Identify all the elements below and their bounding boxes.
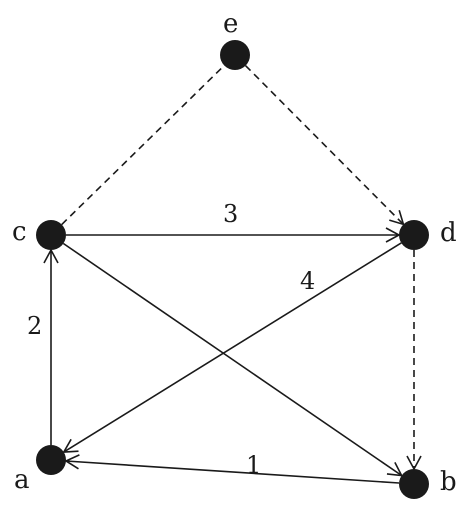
edge-weight-a-c: 2 bbox=[27, 312, 42, 340]
edge-weight-c-d: 3 bbox=[223, 200, 238, 228]
node-label-c: c bbox=[12, 217, 27, 247]
nodes-layer bbox=[36, 40, 429, 499]
edge-b-a bbox=[65, 460, 400, 484]
arrowhead-e-d bbox=[389, 209, 405, 226]
arrowhead-c-b bbox=[386, 462, 404, 477]
edge-weight-d-a: 4 bbox=[300, 267, 315, 295]
node-label-b: b bbox=[440, 467, 457, 497]
edge-c-e bbox=[61, 64, 225, 226]
arrowhead-b-a bbox=[64, 454, 80, 470]
node-d bbox=[399, 220, 429, 250]
node-label-e: e bbox=[223, 9, 238, 39]
node-label-a: a bbox=[14, 465, 30, 495]
node-c bbox=[36, 220, 66, 250]
node-label-d: d bbox=[440, 218, 457, 248]
node-b bbox=[399, 469, 429, 499]
node-a bbox=[36, 445, 66, 475]
edge-e-d bbox=[245, 65, 404, 225]
edge-c-b bbox=[62, 242, 403, 477]
edges-layer bbox=[43, 64, 422, 484]
arrowhead-d-a bbox=[62, 438, 79, 453]
node-e bbox=[220, 40, 250, 70]
edge-weight-b-a: 1 bbox=[246, 451, 261, 479]
edge-d-a bbox=[63, 242, 402, 453]
